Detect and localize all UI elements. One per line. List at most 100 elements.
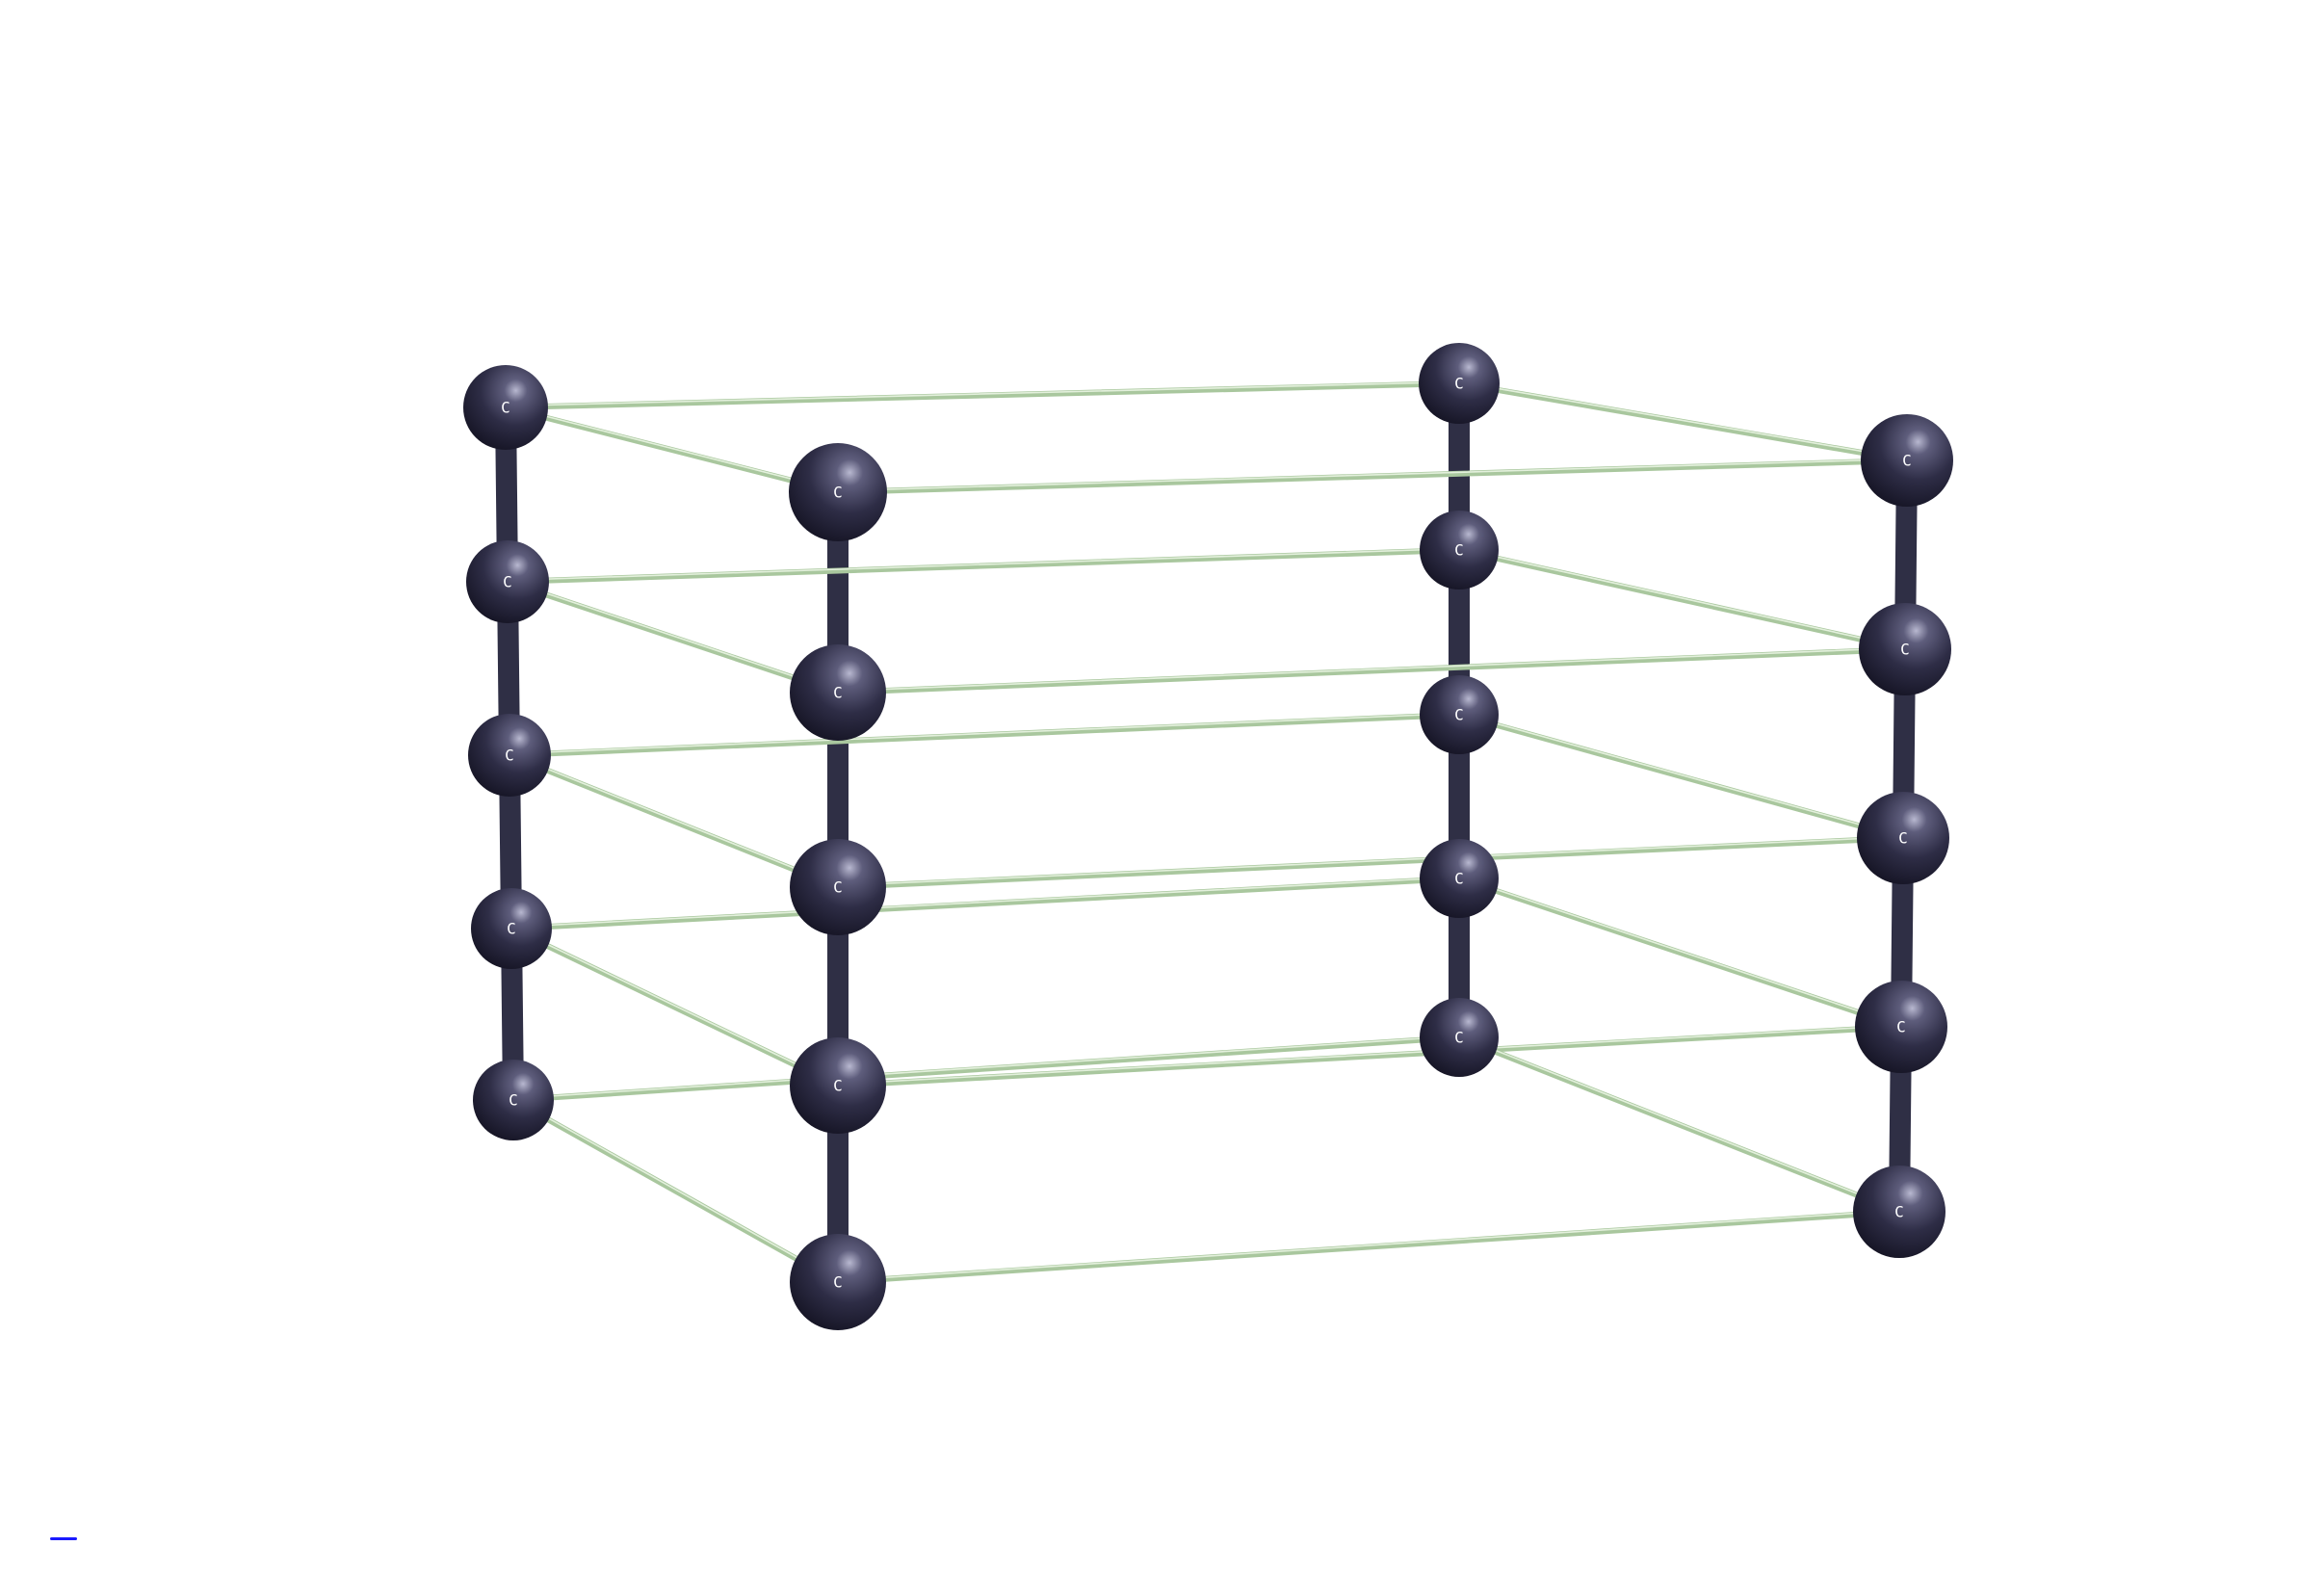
carbon-atom[interactable]: C <box>1420 998 1499 1077</box>
horizontal-bonds <box>503 380 1910 1285</box>
carbon-atom[interactable]: C <box>1861 414 1953 507</box>
axis-indicator <box>50 1537 77 1540</box>
atom-label: C <box>1898 829 1908 848</box>
atom-label: C <box>1900 641 1910 659</box>
horizontal-bond-highlight <box>1458 547 1906 649</box>
atom-sphere <box>471 888 552 969</box>
atom-sphere <box>1855 981 1947 1073</box>
atoms[interactable]: C C C C C C C C C C C C C C C C C C C C <box>463 343 1953 1330</box>
atom-label: C <box>833 484 843 502</box>
horizontal-bond <box>505 547 1462 585</box>
carbon-atom[interactable]: C <box>1859 603 1951 695</box>
atom-label: C <box>833 1077 843 1095</box>
atom-label: C <box>1896 1018 1906 1036</box>
atom-sphere <box>790 839 886 935</box>
horizontal-bond-highlight <box>837 1209 1900 1282</box>
horizontal-bond <box>507 752 841 890</box>
atom-sphere <box>1420 839 1499 918</box>
horizontal-bond-highlight <box>1458 712 1904 838</box>
atom-sphere <box>1420 675 1499 754</box>
horizontal-bond <box>835 1024 1904 1088</box>
atom-sphere <box>1419 343 1500 424</box>
horizontal-bond <box>509 876 1462 931</box>
horizontal-bond-highlight <box>512 1097 839 1282</box>
atom-sphere <box>1420 998 1499 1077</box>
horizontal-bond-highlight <box>505 405 839 492</box>
atom-sphere <box>790 1234 886 1330</box>
carbon-atom[interactable]: C <box>473 1060 554 1140</box>
horizontal-bond <box>835 646 1908 695</box>
carbon-atom[interactable]: C <box>1857 792 1949 884</box>
carbon-atom[interactable]: C <box>1855 981 1947 1073</box>
atom-label: C <box>1454 870 1464 888</box>
horizontal-bond <box>510 1035 1462 1103</box>
horizontal-bond-highlight <box>510 926 839 1086</box>
atom-sphere <box>1857 792 1949 884</box>
horizontal-bond <box>1456 1035 1902 1215</box>
horizontal-bond <box>509 926 841 1088</box>
atom-label: C <box>833 1273 843 1292</box>
carbon-atom[interactable]: C <box>789 443 887 541</box>
carbon-atom[interactable]: C <box>1420 511 1499 590</box>
vertical-bonds <box>495 373 1918 1293</box>
horizontal-bond-highlight <box>837 646 1906 693</box>
atom-sphere <box>789 443 887 541</box>
atom-sphere <box>1853 1166 1945 1258</box>
horizontal-bond-highlight <box>1458 876 1902 1027</box>
atom-label: C <box>1454 706 1464 724</box>
horizontal-bond <box>503 380 1462 410</box>
horizontal-bond-highlight <box>505 380 1460 407</box>
horizontal-bond <box>503 405 841 495</box>
horizontal-bond <box>1456 876 1904 1030</box>
horizontal-bond-highlight <box>507 579 839 693</box>
horizontal-bond-highlight <box>1458 380 1908 460</box>
atom-label: C <box>507 920 516 938</box>
horizontal-bond-highlight <box>1458 1035 1900 1212</box>
atom-label: C <box>1902 452 1912 470</box>
atom-sphere <box>468 714 551 797</box>
horizontal-bond-highlight <box>509 712 1460 755</box>
atom-sphere <box>473 1060 554 1140</box>
atom-sphere <box>1861 414 1953 507</box>
atom-label: C <box>833 684 843 702</box>
horizontal-bond <box>835 1209 1902 1285</box>
carbon-atom[interactable]: C <box>1420 839 1499 918</box>
horizontal-bond-highlight <box>509 752 839 887</box>
atom-label: C <box>1454 541 1464 560</box>
atom-label: C <box>1454 1029 1464 1047</box>
atom-sphere <box>1420 511 1499 590</box>
horizontal-bond <box>1456 380 1910 463</box>
atom-label: C <box>509 1091 518 1110</box>
carbon-atom[interactable]: C <box>790 839 886 935</box>
carbon-atom[interactable]: C <box>463 365 548 450</box>
carbon-atom[interactable]: C <box>790 1037 886 1134</box>
horizontal-bond-highlight <box>837 458 1908 492</box>
carbon-atom[interactable]: C <box>790 1234 886 1330</box>
horizontal-bond-highlight <box>510 876 1460 929</box>
atom-sphere <box>790 1037 886 1134</box>
horizontal-bond-highlight <box>507 547 1460 582</box>
atom-label: C <box>1454 375 1464 393</box>
carbon-atom[interactable]: C <box>1853 1166 1945 1258</box>
horizontal-bond <box>510 1097 841 1285</box>
horizontal-bond-highlight <box>512 1035 1460 1100</box>
atom-label: C <box>503 573 512 591</box>
carbon-atom[interactable]: C <box>471 888 552 969</box>
horizontal-bond <box>835 835 1906 890</box>
horizontal-bond <box>1456 547 1908 652</box>
carbon-atom[interactable]: C <box>1419 343 1500 424</box>
atom-label: C <box>505 747 514 765</box>
carbon-atom[interactable]: C <box>466 540 549 623</box>
carbon-atom[interactable]: C <box>790 644 886 741</box>
carbon-atom[interactable]: C <box>1420 675 1499 754</box>
atom-label: C <box>1894 1203 1904 1221</box>
horizontal-bond <box>507 712 1462 758</box>
atom-label: C <box>833 878 843 897</box>
atom-sphere <box>463 365 548 450</box>
atom-sphere <box>1859 603 1951 695</box>
horizontal-bond <box>835 458 1910 495</box>
horizontal-bond <box>1456 712 1906 841</box>
carbon-atom[interactable]: C <box>468 714 551 797</box>
